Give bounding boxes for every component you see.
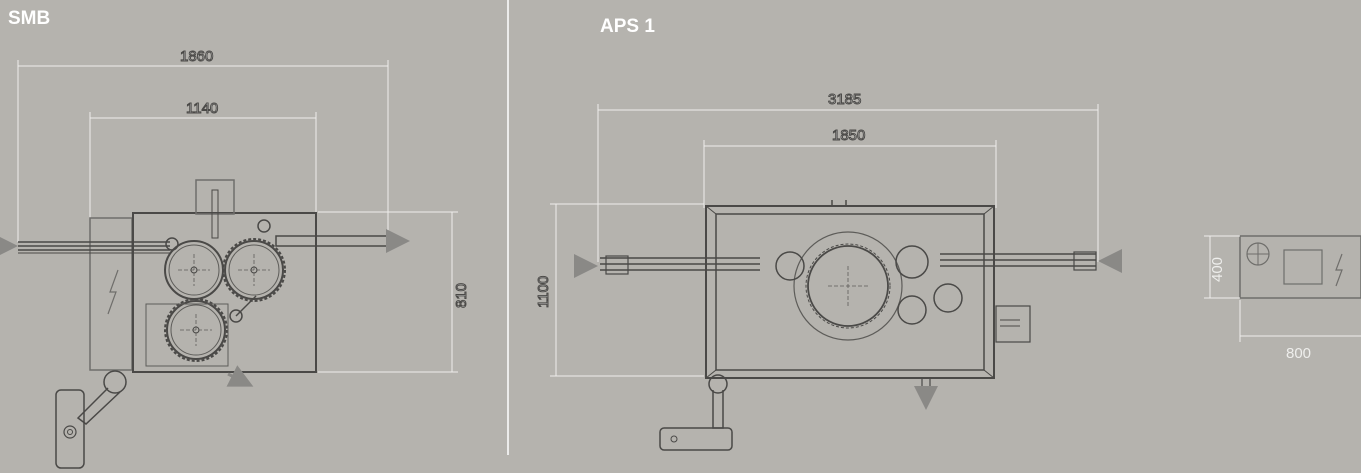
aps1-dim-1100: 1100 (535, 276, 552, 308)
aps1-machine: 3185 1850 1100 (535, 91, 1122, 451)
smb-dim-1860: 1860 (180, 48, 213, 65)
smb-dimension-lines (17, 60, 458, 373)
smb-title: SMB (8, 8, 51, 29)
smb-dim-1140: 1140 (186, 100, 218, 117)
smb-dim-810: 810 (453, 283, 470, 308)
aps1-dimension-lines (550, 104, 1099, 377)
aps1-dim-1850: 1850 (832, 127, 865, 144)
cabinet-dim-800: 800 (1286, 345, 1311, 362)
control-cabinet (1204, 235, 1361, 342)
smb-machine: 1860 1140 810 (0, 48, 471, 469)
cabinet-dim-400: 400 (1209, 257, 1226, 282)
aps1-title: APS 1 (600, 16, 655, 37)
aps1-dim-3185: 3185 (828, 91, 861, 108)
